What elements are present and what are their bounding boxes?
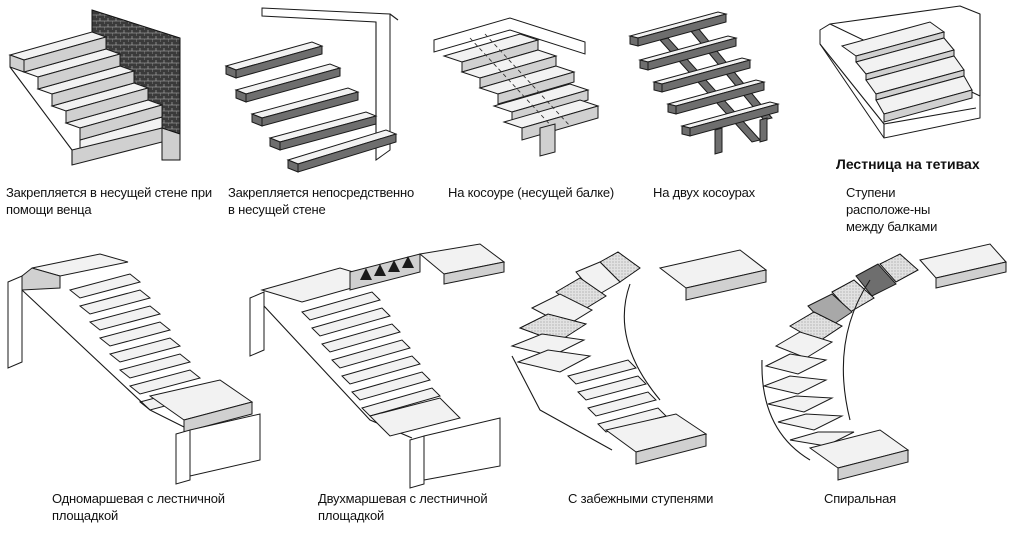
caption-cantilever: Закрепляется непосредственно в несущей с… bbox=[228, 185, 415, 217]
stair-spiral-illustration bbox=[761, 243, 1007, 481]
stair-cantilever-illustration bbox=[224, 7, 399, 173]
stair-single-flight-illustration bbox=[7, 253, 261, 485]
stair-winder-illustration bbox=[510, 249, 768, 465]
title-bowstring: Лестница на тетивах bbox=[836, 156, 980, 172]
stair-bowstring-illustration bbox=[819, 5, 981, 139]
stair-two-flight-illustration bbox=[249, 243, 506, 489]
caption-bowstring: Ступени расположе-ны между балками bbox=[846, 185, 938, 234]
stair-double-stringer-illustration bbox=[628, 11, 780, 155]
caption-spiral: Спиральная bbox=[824, 491, 896, 506]
caption-winder: С забежными ступенями bbox=[568, 491, 714, 506]
stair-wall-ring-illustration bbox=[8, 9, 181, 166]
caption-wall-ring: Закрепляется в несущей стене при помощи … bbox=[6, 185, 212, 217]
caption-single-stringer: На косоуре (несущей балке) bbox=[448, 185, 614, 200]
caption-single-flight: Одномаршевая с лестничной площадкой bbox=[52, 491, 225, 523]
caption-two-flight: Двухмаршевая с лестничной площадкой bbox=[318, 491, 488, 523]
caption-double-stringer: На двух косоурах bbox=[653, 185, 755, 200]
stair-single-stringer-illustration bbox=[433, 17, 600, 157]
